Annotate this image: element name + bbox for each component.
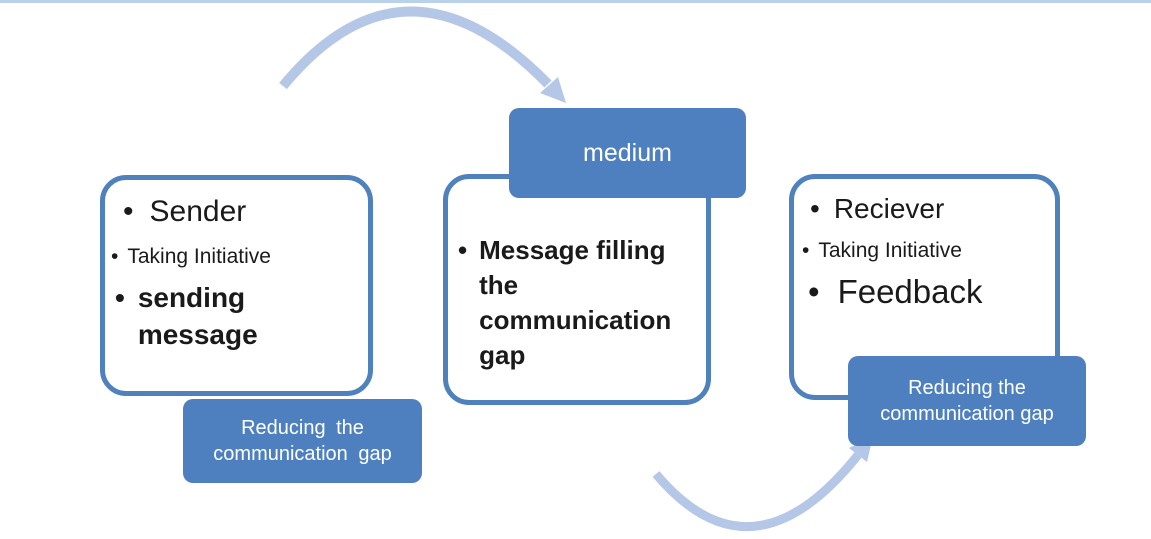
receiver-item-taking-initiative-label: Taking Initiative (818, 239, 962, 263)
sender-reducing-gap-tag: Reducing the communication gap (183, 399, 422, 483)
sender-item-sending-message-label: sending message (137, 282, 258, 350)
medium-label: medium (583, 138, 672, 167)
receiver-item-feedback: • Feedback (808, 271, 1047, 314)
sender-item-taking-initiative: • Taking Initiative (111, 243, 354, 270)
receiver-reducing-gap-label: Reducing the communication gap (880, 376, 1054, 425)
message-box: • Message filling the communication gap (443, 174, 711, 405)
curved-arrow-sender-to-medium (279, 6, 552, 90)
sender-item-sender: • Sender (121, 192, 354, 231)
bullet-icon: • (123, 195, 134, 228)
bullet-icon: • (111, 245, 119, 268)
receiver-item-reciever: • Reciever (806, 191, 1047, 227)
curved-arrow-medium-to-receiver (652, 452, 862, 532)
bullet-icon: • (115, 282, 125, 314)
sender-item-sending-message: • sending message (115, 280, 354, 353)
sender-item-sender-label: Sender (149, 195, 247, 228)
receiver-box: • Reciever • Taking Initiative • Feedbac… (789, 174, 1060, 400)
receiver-item-reciever-label: Reciever (833, 193, 945, 224)
receiver-reducing-gap-tag: Reducing the communication gap (848, 356, 1086, 446)
bullet-icon: • (458, 235, 468, 265)
message-item: • Message filling the communication gap (458, 233, 686, 373)
sender-item-taking-initiative-label: Taking Initiative (127, 245, 271, 268)
receiver-item-feedback-label: Feedback (837, 272, 983, 310)
bullet-icon: • (802, 239, 810, 263)
message-item-label: Message filling the communication gap (479, 235, 672, 371)
bullet-icon: • (808, 272, 820, 310)
medium-box: medium (509, 108, 746, 198)
sender-reducing-gap-label: Reducing the communication gap (213, 416, 392, 465)
sender-box: • Sender • Taking Initiative • sending m… (100, 175, 373, 396)
top-border-line (0, 0, 1151, 3)
bullet-icon: • (810, 193, 820, 224)
receiver-item-taking-initiative: • Taking Initiative (802, 237, 1047, 264)
curved-arrow-sender-to-medium-head-icon (540, 77, 566, 103)
